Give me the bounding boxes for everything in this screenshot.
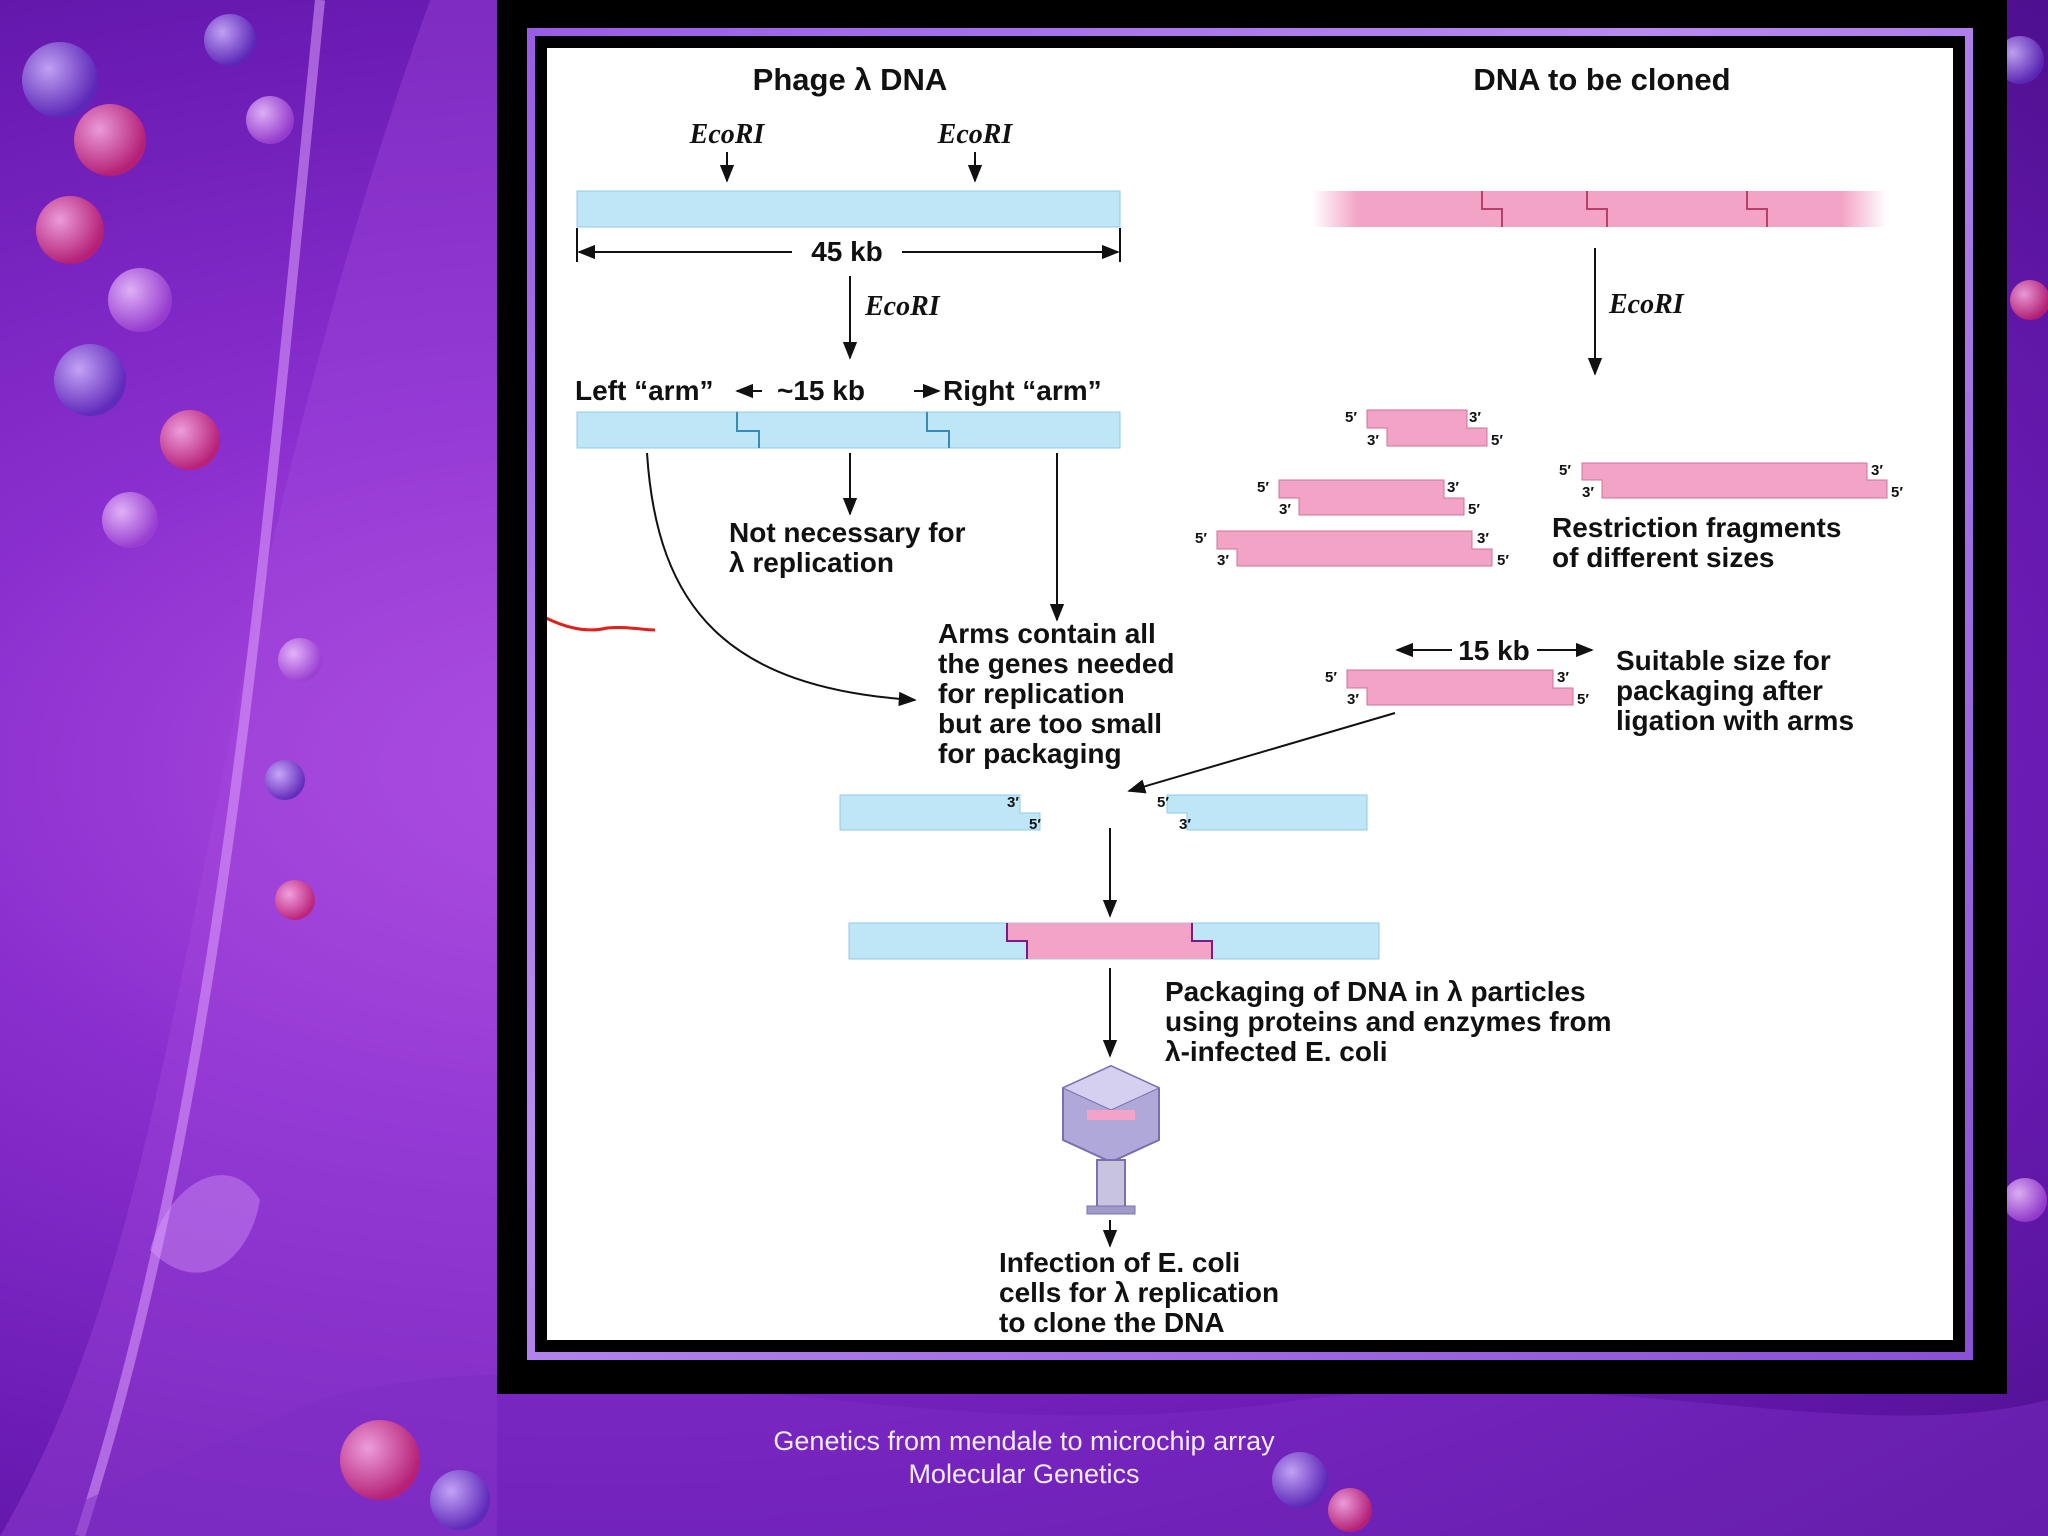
footer-line-1: Genetics from mendale to microchip array bbox=[773, 1426, 1275, 1456]
cloned-cut-site-1 bbox=[1481, 191, 1503, 227]
arms-contain-line-2: the genes needed bbox=[938, 648, 1175, 679]
cloned-dna-title: DNA to be cloned bbox=[1473, 62, 1730, 97]
left-arm-curve-arrow bbox=[646, 452, 917, 707]
right-arm-label: Right “arm” bbox=[943, 375, 1102, 406]
left-arm-label: Left “arm” bbox=[575, 375, 713, 406]
ecori-label-left-2: EcoRI bbox=[937, 119, 1014, 150]
arms-contain-line-5: for packaging bbox=[938, 738, 1122, 769]
svg-text:5′: 5′ bbox=[1029, 816, 1041, 833]
restriction-fragments-line-2: of different sizes bbox=[1552, 542, 1774, 573]
svg-text:3′: 3′ bbox=[1469, 409, 1481, 426]
ecori-label-left-1: EcoRI bbox=[689, 119, 766, 150]
cut-site-left bbox=[736, 412, 760, 448]
not-necessary-line-2: λ replication bbox=[729, 547, 894, 578]
svg-text:5′: 5′ bbox=[1345, 409, 1357, 426]
svg-text:3′: 3′ bbox=[1007, 794, 1019, 811]
svg-text:3′: 3′ bbox=[1557, 669, 1569, 686]
restriction-fragment-3: 5′ 3′ 3′ 5′ bbox=[1195, 530, 1509, 569]
footer-line-2: Molecular Genetics bbox=[908, 1459, 1140, 1489]
lambda-cloning-diagram: Phage λ DNA EcoRI EcoRI 45 kb EcoRI Left… bbox=[547, 48, 1953, 1340]
cloned-cut-site-2 bbox=[1586, 191, 1608, 227]
suitable-size-line-2: packaging after bbox=[1616, 675, 1823, 706]
suitable-size-line-3: ligation with arms bbox=[1616, 705, 1854, 736]
cloned-cut-site-3 bbox=[1746, 191, 1768, 227]
arms-contain-line-1: Arms contain all bbox=[938, 618, 1156, 649]
svg-text:5′: 5′ bbox=[1497, 552, 1509, 569]
svg-text:5′: 5′ bbox=[1325, 669, 1337, 686]
infection-line-3: to clone the DNA bbox=[999, 1307, 1225, 1338]
ecori-digest-label-left: EcoRI bbox=[864, 291, 941, 322]
kb15-label: 15 kb bbox=[1458, 635, 1530, 666]
svg-text:3′: 3′ bbox=[1871, 462, 1883, 479]
phage-dna-title: Phage λ DNA bbox=[753, 62, 948, 97]
left-arm-for-ligation: 3′ 5′ bbox=[839, 794, 1041, 833]
svg-text:5′: 5′ bbox=[1577, 691, 1589, 708]
svg-text:3′: 3′ bbox=[1179, 816, 1191, 833]
not-necessary-line-1: Not necessary for bbox=[729, 517, 966, 548]
restriction-fragment-1: 5′ 3′ 3′ 5′ bbox=[1345, 409, 1503, 449]
svg-text:3′: 3′ bbox=[1582, 484, 1594, 501]
svg-text:3′: 3′ bbox=[1447, 479, 1459, 496]
packaging-line-3: λ-infected E. coli bbox=[1165, 1036, 1388, 1067]
suitable-size-line-1: Suitable size for bbox=[1616, 645, 1831, 676]
svg-text:5′: 5′ bbox=[1559, 462, 1571, 479]
recombinant-dna-bar bbox=[848, 922, 1380, 960]
svg-text:5′: 5′ bbox=[1891, 484, 1903, 501]
svg-text:5′: 5′ bbox=[1157, 794, 1169, 811]
arms-contain-line-4: but are too small bbox=[938, 708, 1162, 739]
svg-text:5′: 5′ bbox=[1257, 479, 1269, 496]
ecori-digest-label-right: EcoRI bbox=[1608, 289, 1685, 320]
svg-text:3′: 3′ bbox=[1367, 432, 1379, 449]
svg-text:5′: 5′ bbox=[1468, 501, 1480, 518]
cut-phage-dna-bar bbox=[576, 411, 1121, 449]
middle-15kb-label: ~15 kb bbox=[777, 375, 865, 406]
svg-text:5′: 5′ bbox=[1491, 432, 1503, 449]
svg-text:3′: 3′ bbox=[1217, 552, 1229, 569]
size-45kb: 45 kb bbox=[811, 236, 883, 267]
svg-text:3′: 3′ bbox=[1347, 691, 1359, 708]
arms-contain-line-3: for replication bbox=[938, 678, 1125, 709]
restriction-fragments-line-1: Restriction fragments bbox=[1552, 512, 1841, 543]
infection-line-1: Infection of E. coli bbox=[999, 1247, 1240, 1278]
lambda-phage-particle-icon bbox=[1061, 1064, 1161, 1215]
fragment-to-arms-arrow bbox=[1127, 712, 1396, 794]
restriction-fragment-2: 5′ 3′ 3′ 5′ bbox=[1257, 479, 1480, 518]
svg-text:5′: 5′ bbox=[1195, 530, 1207, 547]
svg-text:3′: 3′ bbox=[1477, 530, 1489, 547]
infection-line-2: cells for λ replication bbox=[999, 1277, 1279, 1308]
diagram-canvas: Phage λ DNA EcoRI EcoRI 45 kb EcoRI Left… bbox=[547, 62, 1903, 1338]
packaging-line-2: using proteins and enzymes from bbox=[1165, 1006, 1612, 1037]
restriction-fragment-4: 5′ 3′ 3′ 5′ bbox=[1559, 462, 1903, 501]
cut-site-right bbox=[926, 412, 950, 448]
packaging-line-1: Packaging of DNA in λ particles bbox=[1165, 976, 1586, 1007]
right-arm-for-ligation: 5′ 3′ bbox=[1157, 794, 1368, 833]
phage-dna-bar bbox=[576, 190, 1121, 228]
svg-text:3′: 3′ bbox=[1279, 501, 1291, 518]
suitable-fragment: 5′ 3′ 3′ 5′ bbox=[1325, 669, 1589, 708]
red-annotation-mark bbox=[547, 616, 656, 632]
